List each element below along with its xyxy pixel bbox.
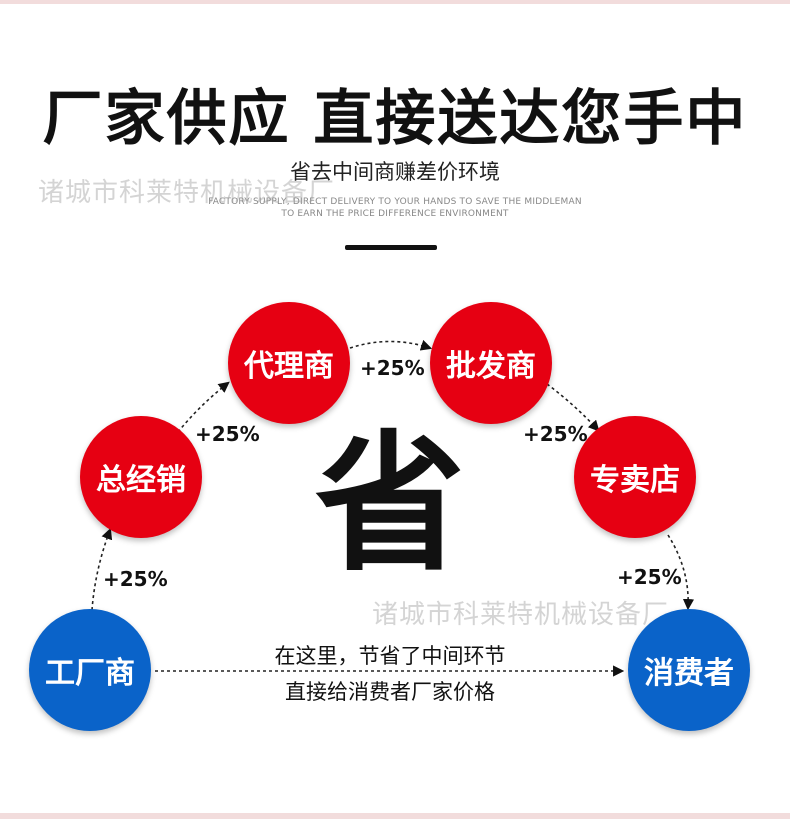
node-factory: 工厂商 [29, 609, 151, 731]
page-subtitle: 省去中间商赚差价环境 [290, 160, 500, 184]
markup-factory-distributor: +25% [103, 567, 168, 591]
node-consumer: 消费者 [628, 609, 750, 731]
english-subtitle-line1: FACTORY SUPPLY, DIRECT DELIVERY TO YOUR … [208, 197, 582, 207]
arrow-factory-to-distributor [91, 527, 113, 611]
node-distributor: 总经销 [80, 416, 202, 538]
arrow-wholesaler-to-store [546, 383, 600, 432]
english-subtitle-line2: TO EARN THE PRICE DIFFERENCE ENVIRONMENT [281, 209, 509, 219]
markup-wholesaler-store: +25% [523, 422, 588, 446]
top-rule [0, 0, 790, 4]
node-wholesaler: 批发商 [430, 302, 552, 424]
watermark-bottom: 诸城市科莱特机械设备厂 [372, 600, 670, 630]
arrow-distributor-to-agent [177, 381, 230, 433]
center-save-char: 省 [314, 418, 465, 592]
node-store: 专卖店 [574, 416, 696, 538]
markup-distributor-agent: +25% [195, 422, 260, 446]
markup-store-consumer: +25% [617, 565, 682, 589]
markup-agent-wholesaler: +25% [360, 356, 425, 380]
title-divider [345, 245, 437, 250]
note-line2: 直接给消费者厂家价格 [285, 680, 495, 704]
watermark-top: 诸城市科莱特机械设备厂 [38, 178, 336, 208]
bottom-rule [0, 813, 790, 819]
arrow-agent-to-wholesaler [349, 339, 433, 351]
note-line1: 在这里，节省了中间环节 [274, 644, 506, 668]
page-headline: 厂家供应 直接送达您手中 [42, 84, 748, 154]
arrow-store-to-consumer [667, 534, 695, 611]
node-agent: 代理商 [228, 302, 350, 424]
